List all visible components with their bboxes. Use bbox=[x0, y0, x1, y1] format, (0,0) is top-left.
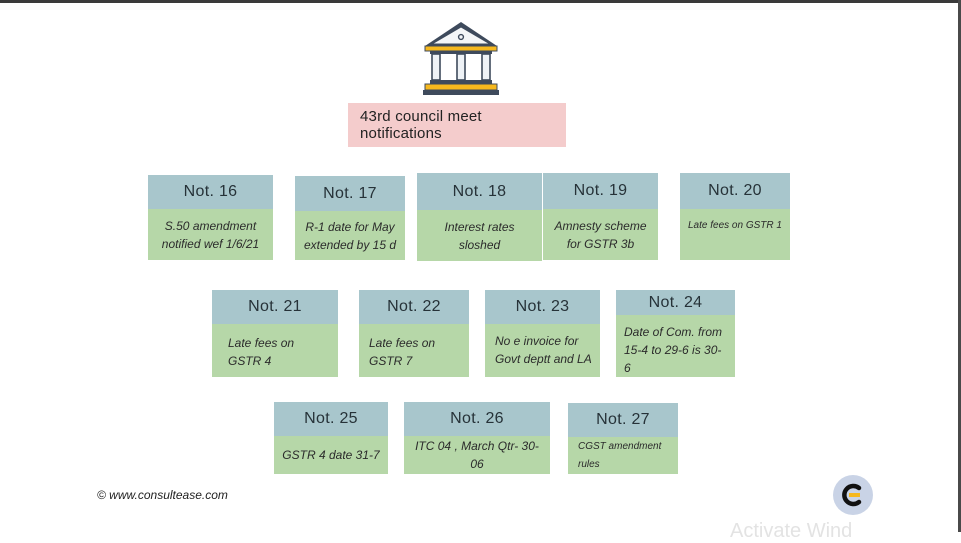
notification-description: GSTR 4 date 31-7 bbox=[274, 436, 388, 474]
notification-description: ITC 04 , March Qtr- 30-06 bbox=[404, 436, 550, 474]
notification-description: Late fees on GSTR 1 bbox=[680, 209, 790, 260]
notification-number: Not. 18 bbox=[417, 173, 542, 210]
notification-card-16: Not. 16 S.50 amendment notified wef 1/6/… bbox=[148, 175, 273, 260]
logo-mark-icon bbox=[842, 483, 862, 507]
notification-card-17: Not. 17 R-1 date for May extended by 15 … bbox=[295, 176, 405, 260]
notification-number: Not. 22 bbox=[359, 290, 469, 324]
notification-card-24: Not. 24 Date of Com. from 15-4 to 29-6 i… bbox=[616, 290, 735, 377]
notification-card-25: Not. 25 GSTR 4 date 31-7 bbox=[274, 402, 388, 474]
notification-number: Not. 24 bbox=[616, 290, 735, 315]
notification-number: Not. 26 bbox=[404, 402, 550, 436]
notification-description: CGST amendment rules bbox=[568, 437, 678, 474]
consultease-logo-icon bbox=[833, 475, 873, 515]
notification-description: No e invoice for Govt deptt and LA bbox=[485, 324, 600, 377]
notification-number: Not. 17 bbox=[295, 176, 405, 211]
notification-number: Not. 16 bbox=[148, 175, 273, 209]
copyright-footer: © www.consultease.com bbox=[97, 488, 228, 502]
notification-description: Date of Com. from 15-4 to 29-6 is 30-6 bbox=[616, 315, 735, 377]
right-border bbox=[958, 0, 961, 532]
notification-description: Amnesty scheme for GSTR 3b bbox=[543, 209, 658, 260]
notification-number: Not. 19 bbox=[543, 173, 658, 209]
notification-number: Not. 23 bbox=[485, 290, 600, 324]
notification-card-22: Not. 22 Late fees on GSTR 7 bbox=[359, 290, 469, 377]
notification-card-20: Not. 20 Late fees on GSTR 1 bbox=[680, 173, 790, 260]
notification-card-18: Not. 18 Interest rates sloshed bbox=[417, 173, 542, 261]
notification-description: R-1 date for May extended by 15 d bbox=[295, 211, 405, 260]
notification-card-27: Not. 27 CGST amendment rules bbox=[568, 403, 678, 474]
notification-card-23: Not. 23 No e invoice for Govt deptt and … bbox=[485, 290, 600, 377]
top-border bbox=[0, 0, 961, 3]
notification-number: Not. 21 bbox=[212, 290, 338, 324]
notification-card-21: Not. 21 Late fees on GSTR 4 bbox=[212, 290, 338, 377]
notification-description: S.50 amendment notified wef 1/6/21 bbox=[148, 209, 273, 260]
notification-description: Late fees on GSTR 4 bbox=[212, 324, 338, 377]
notification-number: Not. 20 bbox=[680, 173, 790, 209]
notification-description: Late fees on GSTR 7 bbox=[359, 324, 469, 377]
notification-number: Not. 27 bbox=[568, 403, 678, 437]
notification-description: Interest rates sloshed bbox=[417, 210, 542, 261]
notification-card-26: Not. 26 ITC 04 , March Qtr- 30-06 bbox=[404, 402, 550, 474]
notification-card-19: Not. 19 Amnesty scheme for GSTR 3b bbox=[543, 173, 658, 260]
notification-number: Not. 25 bbox=[274, 402, 388, 436]
diagram-title: 43rd council meet notifications bbox=[348, 103, 566, 147]
bank-building-icon bbox=[423, 22, 499, 95]
